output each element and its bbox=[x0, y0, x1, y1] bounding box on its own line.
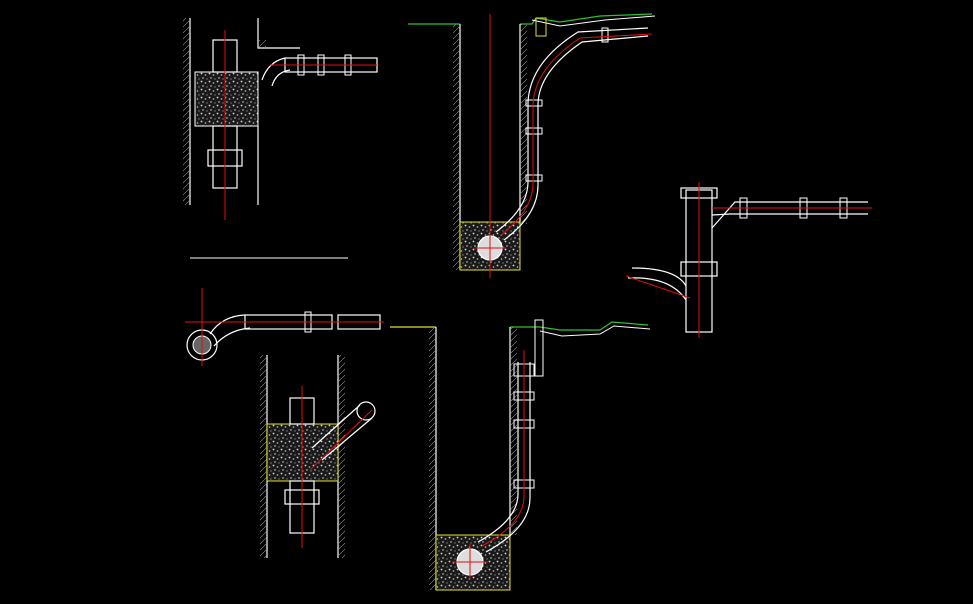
branch-bend-inner bbox=[271, 69, 291, 87]
y-branch-upper-inner bbox=[711, 213, 868, 216]
lower-branch-centerline bbox=[625, 275, 691, 299]
pipe-coupling-4 bbox=[601, 27, 609, 43]
elbow-bend bbox=[209, 314, 246, 335]
centerline-pipe bbox=[481, 350, 525, 547]
pipe-coupling-3 bbox=[525, 174, 543, 182]
detail-y-branch-right bbox=[625, 182, 872, 338]
marker-post bbox=[535, 17, 547, 37]
detail-wall-penetration-bottom bbox=[260, 355, 376, 558]
lower-branch-bend-inner bbox=[631, 267, 687, 287]
detail-trench-bend-top bbox=[408, 13, 656, 278]
soil-hatch-right bbox=[258, 40, 266, 48]
ground-line-right bbox=[510, 321, 649, 331]
pipe-bend-outer bbox=[503, 35, 649, 241]
concrete-block bbox=[194, 71, 259, 127]
centerline-branch bbox=[309, 409, 373, 471]
detail-pipe-run-left bbox=[185, 288, 384, 366]
centerline-pipe bbox=[499, 33, 653, 237]
pipe-coupling-1 bbox=[525, 99, 543, 107]
y-branch-upper bbox=[711, 201, 868, 229]
pipe-bend-inner bbox=[495, 27, 649, 233]
elbow-bend-inner bbox=[213, 327, 251, 347]
pipe-bend-inner bbox=[477, 362, 519, 543]
branch-pipe-end bbox=[356, 401, 376, 421]
ground-line-right bbox=[520, 13, 653, 25]
lower-branch-bend bbox=[627, 277, 687, 301]
soil-hatch-left bbox=[453, 24, 460, 270]
soil-hatch-right bbox=[338, 355, 345, 558]
soil-hatch-right bbox=[510, 327, 517, 535]
soil-hatch-left bbox=[183, 18, 190, 205]
pipe-bend-outer bbox=[485, 362, 531, 553]
marker-post bbox=[534, 319, 544, 377]
ground-surface bbox=[539, 325, 651, 337]
soil-hatch-right bbox=[520, 24, 527, 224]
detail-wall-penetration-top bbox=[183, 18, 378, 220]
detail-trench-bend-bottom bbox=[390, 319, 651, 591]
soil-hatch-left bbox=[260, 355, 267, 558]
branch-pipe-outer bbox=[311, 404, 361, 449]
pipe-coupling-2 bbox=[525, 127, 543, 135]
soil-hatch-left bbox=[429, 327, 436, 590]
branch-pipe-inner bbox=[321, 417, 373, 461]
branch-bend bbox=[261, 57, 286, 81]
